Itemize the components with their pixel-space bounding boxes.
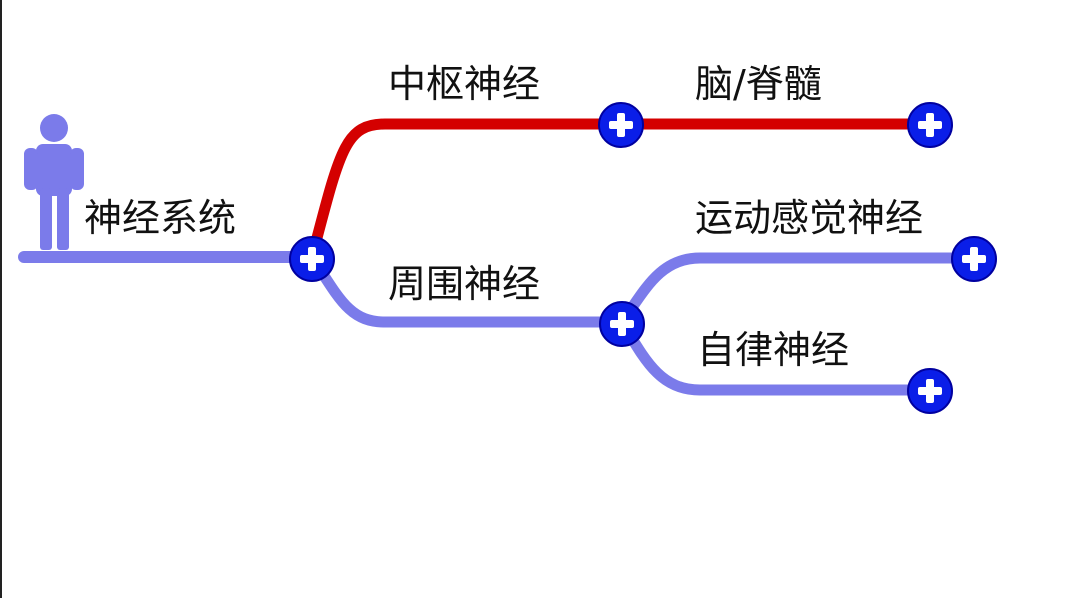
- brain-spinal-cord-label[interactable]: 脑/脊髓: [695, 62, 822, 106]
- motor-sensory-nerve-label[interactable]: 运动感觉神经: [695, 196, 924, 240]
- expand-button-brain-spinal-cord[interactable]: [907, 102, 953, 148]
- expand-button-root[interactable]: [289, 236, 335, 282]
- root-label[interactable]: 神经系统: [84, 196, 237, 240]
- peripheral-nerve-label[interactable]: 周围神经: [388, 262, 541, 306]
- central-nerve-label[interactable]: 中枢神经: [388, 62, 541, 106]
- expand-button-motor-sensory-nerve[interactable]: [951, 236, 997, 282]
- connector-motor-sensory-nerve: [616, 252, 980, 328]
- person-icon: [24, 114, 84, 250]
- connector-central-nerve: [306, 118, 627, 263]
- expand-button-autonomic-nerve[interactable]: [907, 368, 953, 414]
- left-border-line: [0, 0, 2, 598]
- expand-button-central-nerve[interactable]: [598, 102, 644, 148]
- autonomic-nerve-label[interactable]: 自律神经: [697, 328, 850, 372]
- expand-button-peripheral-nerve[interactable]: [599, 301, 645, 347]
